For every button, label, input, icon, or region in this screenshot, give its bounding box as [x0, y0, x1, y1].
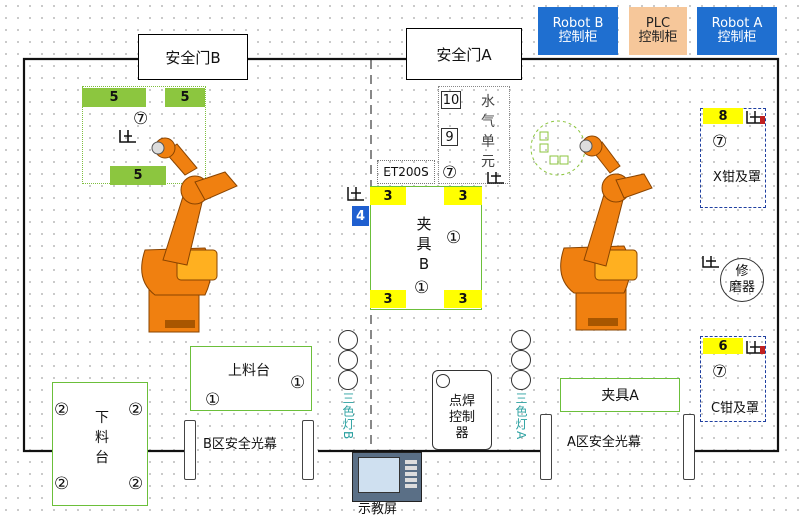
- dresser-clamp-icon: [702, 256, 719, 268]
- fixture-b-marker-bottom: ①: [414, 278, 430, 298]
- plc-cabinet-line2: 控制柜: [638, 30, 678, 45]
- water-gas-char-4: 元: [481, 154, 495, 170]
- spot-weld-line2: 控制: [448, 410, 475, 425]
- clamp-icon-left: [347, 187, 364, 201]
- pad-3-br: 3: [444, 290, 482, 308]
- plc-cabinet-line1: PLC: [645, 16, 671, 31]
- spot-weld-knob: [436, 374, 450, 388]
- clamp-icon-x: [746, 111, 765, 124]
- unloading-char-2: 料: [95, 430, 109, 446]
- fixture-b-marker: ⑦: [133, 109, 149, 129]
- pad-5-top-right: 5: [165, 88, 205, 107]
- water-gas-unit-label: 水 气 单 元: [478, 92, 498, 172]
- c-clamp-label: C钳及罩: [710, 401, 760, 416]
- pad-6: 6: [703, 338, 743, 354]
- c-clamp-marker: ⑦: [712, 362, 728, 382]
- teach-pendant-label: 示教屏: [358, 502, 398, 517]
- fixture-b-char-3: B: [418, 255, 430, 273]
- lamp-b-3: [338, 370, 358, 390]
- loading-table: [190, 346, 312, 411]
- robot-b-cabinet: Robot B 控制柜: [538, 7, 618, 55]
- fixture-b-label: 夹 具 B: [414, 214, 434, 274]
- spot-weld-line1: 点焊: [448, 394, 475, 409]
- dresser-line1: 修: [735, 264, 749, 279]
- lamp-a-1: [511, 330, 531, 350]
- light-curtain-a-label: A区安全光幕: [567, 435, 641, 450]
- lamp-b-1: [338, 330, 358, 350]
- fixture-b-char-1: 夹: [416, 215, 432, 233]
- unloading-marker-tr: ②: [128, 400, 144, 420]
- light-curtain-b-post-left: [184, 420, 196, 480]
- et200s-marker: ⑦: [442, 163, 458, 183]
- fixture-b-char-2: 具: [416, 235, 432, 253]
- pad-3-tl: 3: [370, 187, 406, 205]
- unloading-marker-bl: ②: [54, 474, 70, 494]
- clamp-icon-c: [746, 341, 765, 354]
- robot-a-cabinet-line1: Robot A: [711, 16, 763, 31]
- unloading-table: [52, 382, 148, 506]
- unloading-table-label: 下 料 台: [92, 408, 112, 468]
- clamp-icon: [119, 130, 136, 143]
- x-clamp-marker: ⑦: [712, 132, 728, 152]
- robot-b-cabinet-line1: Robot B: [552, 16, 604, 31]
- fixture-a: 夹具A: [560, 378, 680, 412]
- spot-weld-line3: 器: [455, 426, 469, 441]
- unloading-marker-br: ②: [128, 474, 144, 494]
- item-9: 9: [441, 128, 458, 146]
- light-curtain-a-post-left: [540, 414, 552, 480]
- plc-cabinet: PLC 控制柜: [629, 7, 687, 55]
- et200s-box: ET200S: [377, 160, 435, 184]
- pad-4-blue: 4: [352, 206, 369, 226]
- pad-5-top-left: 5: [82, 88, 146, 107]
- unloading-marker-tl: ②: [54, 400, 70, 420]
- robot-a: [560, 135, 653, 331]
- item-10: 10: [441, 91, 461, 109]
- fixture-b-marker-right: ①: [446, 228, 462, 248]
- light-curtain-a-post-right: [683, 414, 695, 480]
- safety-door-a: 安全门A: [406, 28, 522, 80]
- fixture-b: [370, 186, 482, 310]
- teach-pendant-keys: [405, 460, 417, 490]
- pad-3-tr: 3: [444, 187, 482, 205]
- light-curtain-b-post-right: [302, 420, 314, 480]
- lamp-a-2: [511, 350, 531, 370]
- pad-3-bl: 3: [370, 290, 406, 308]
- water-gas-char-1: 水: [481, 94, 495, 110]
- water-gas-char-3: 单: [481, 134, 495, 150]
- x-clamp-label: X钳及罩: [713, 170, 761, 185]
- dresser: 修 磨器: [720, 258, 764, 302]
- loading-table-label: 上料台: [228, 363, 270, 379]
- loading-marker-left: ①: [205, 390, 221, 410]
- pad-5-bottom: 5: [110, 166, 166, 185]
- robot-b: [141, 137, 238, 333]
- robot-a-cabinet: Robot A 控制柜: [697, 7, 777, 55]
- unloading-char-1: 下: [95, 410, 109, 426]
- teach-pendant-screen: [358, 457, 400, 493]
- robot-b-cabinet-line2: 控制柜: [558, 30, 598, 45]
- pad-8: 8: [703, 108, 743, 124]
- light-curtain-b-label: B区安全光幕: [203, 437, 277, 452]
- tri-lamp-b-label: 三色灯B: [341, 392, 355, 441]
- lamp-a-3: [511, 370, 531, 390]
- clamp-icon-center: [487, 172, 504, 184]
- dresser-line2: 磨器: [728, 280, 755, 295]
- loading-marker-right: ①: [290, 373, 306, 393]
- water-gas-char-2: 气: [481, 114, 495, 130]
- robot-a-cabinet-line2: 控制柜: [717, 30, 757, 45]
- c-clamp-area: [700, 336, 766, 422]
- water-gas-unit-area: [438, 86, 510, 184]
- unloading-char-3: 台: [95, 450, 109, 466]
- spot-weld-label: 点焊 控制 器: [432, 394, 492, 442]
- tri-lamp-a-label: 三色灯A: [514, 392, 528, 441]
- lamp-b-2: [338, 350, 358, 370]
- safety-door-b: 安全门B: [138, 34, 248, 80]
